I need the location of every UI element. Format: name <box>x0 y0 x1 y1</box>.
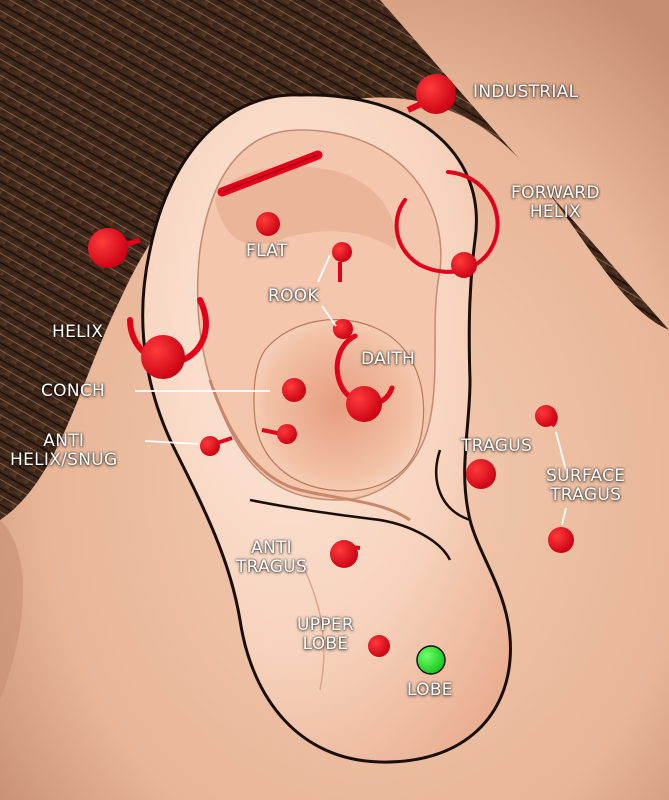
label-forward-helix: FORWARD HELIX <box>511 184 600 222</box>
flat-stud <box>256 212 280 236</box>
label-flat: FLAT <box>246 242 288 261</box>
label-lobe: LOBE <box>407 681 453 700</box>
upper-lobe-stud <box>368 635 390 657</box>
label-helix: HELIX <box>52 323 103 342</box>
lobe-stud <box>417 646 445 674</box>
concha-bowl <box>254 320 424 491</box>
label-daith: DAITH <box>361 350 415 369</box>
label-rook: ROOK <box>268 287 319 306</box>
conch-stud <box>282 378 306 402</box>
tragus-stud <box>466 459 496 489</box>
label-anti-tragus: ANTI TRAGUS <box>236 539 307 577</box>
label-anti-helix-snug: ANTI HELIX/SNUG <box>10 432 118 470</box>
label-conch: CONCH <box>41 382 105 401</box>
label-upper-lobe: UPPER LOBE <box>297 616 354 654</box>
label-industrial: INDUSTRIAL <box>473 83 578 102</box>
label-tragus: TRAGUS <box>461 437 532 456</box>
industrial-ball-top <box>416 74 456 114</box>
label-surface-tragus: SURFACE TRAGUS <box>546 467 625 505</box>
